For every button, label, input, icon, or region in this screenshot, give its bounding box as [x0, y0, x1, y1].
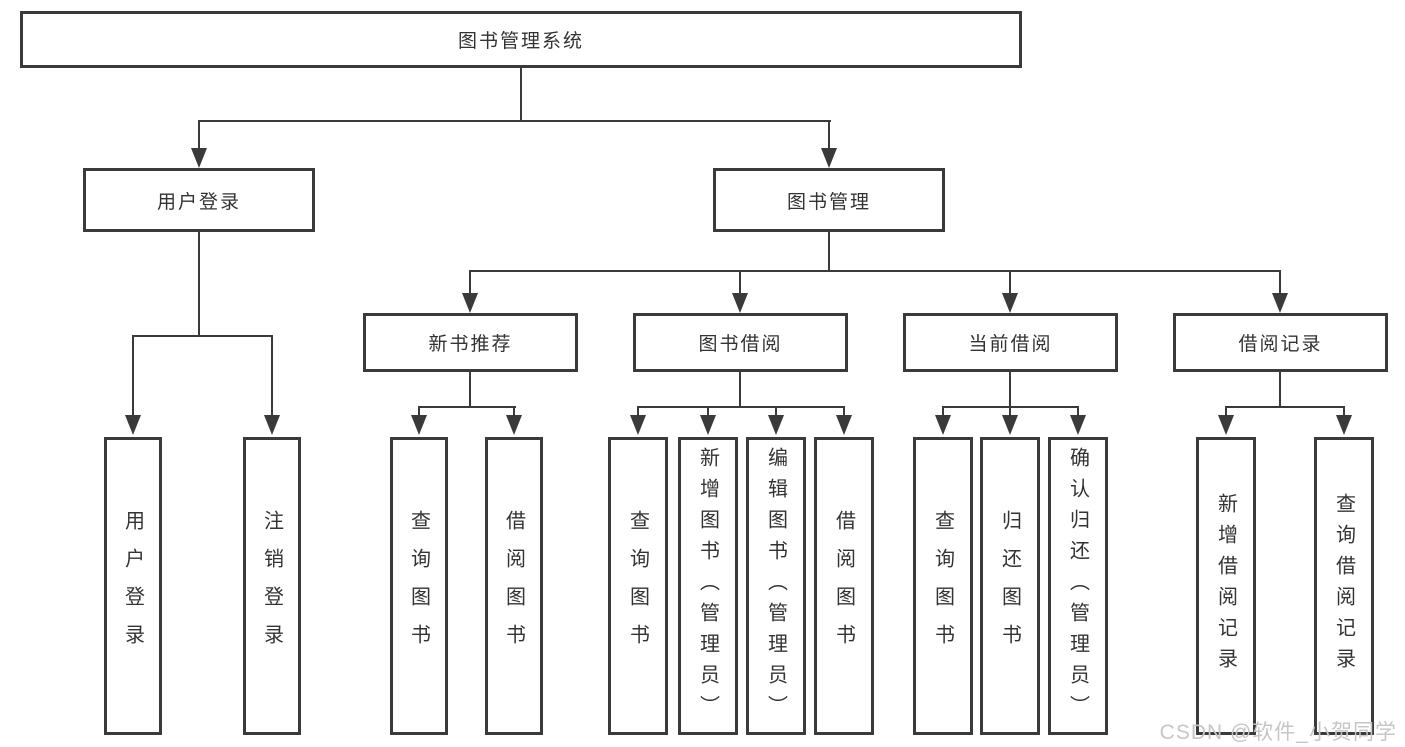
arrow-down-icon — [1336, 415, 1352, 435]
arrow-down-icon — [1070, 415, 1086, 435]
edge-drop — [513, 406, 515, 417]
arrow-down-icon — [1218, 415, 1234, 435]
edge-drop — [469, 270, 471, 295]
edge-drop — [828, 120, 830, 150]
edge-drop — [707, 406, 709, 417]
edge-drop — [1077, 406, 1079, 417]
edge-bar — [1225, 406, 1345, 408]
node-label: 新增借阅记录 — [1214, 493, 1237, 679]
edge-userlogin-bar — [132, 335, 273, 337]
leaf-add-book-admin: 新增图书（管理员） — [678, 437, 738, 735]
edge-drop — [739, 270, 741, 295]
node-user-login: 用户登录 — [83, 168, 315, 232]
arrow-down-icon — [821, 148, 837, 168]
node-label: 注销登录 — [260, 510, 283, 662]
node-label: 用户登录 — [156, 191, 241, 213]
edge-bar — [418, 406, 516, 408]
arrow-down-icon — [462, 293, 478, 313]
node-label: 借阅图书 — [832, 510, 855, 662]
node-label: 查询图书 — [626, 510, 649, 662]
node-label: 当前借阅 — [968, 334, 1053, 355]
edge-drop — [418, 406, 420, 417]
node-label: 查询图书 — [407, 510, 430, 662]
node-label: 图书管理系统 — [457, 31, 584, 52]
leaf-logout: 注销登录 — [243, 437, 301, 735]
arrow-down-icon — [191, 148, 207, 168]
node-label: 编辑图书（管理员） — [764, 446, 787, 726]
node-label: 图书管理 — [786, 191, 871, 213]
edge-stem — [739, 372, 741, 406]
node-label: 新书推荐 — [428, 334, 513, 355]
edge-root-stem — [520, 68, 522, 120]
arrow-down-icon — [1002, 293, 1018, 313]
node-label: 借阅图书 — [502, 510, 525, 662]
arrow-down-icon — [506, 415, 522, 435]
node-book-management: 图书管理 — [713, 168, 945, 232]
leaf-query-borrow-record: 查询借阅记录 — [1314, 437, 1374, 735]
arrow-down-icon — [935, 415, 951, 435]
node-current-borrow: 当前借阅 — [903, 313, 1118, 372]
node-label: 查询借阅记录 — [1332, 493, 1355, 679]
edge-drop — [1279, 270, 1281, 295]
arrow-down-icon — [700, 415, 716, 435]
leaf-query-books: 查询图书 — [608, 437, 668, 735]
edge-bookmgmt-bar — [469, 270, 1281, 272]
leaf-add-borrow-record: 新增借阅记录 — [1196, 437, 1256, 735]
node-label: 用户登录 — [121, 510, 144, 662]
node-label: 查询图书 — [931, 510, 954, 662]
node-label: 图书借阅 — [698, 334, 783, 355]
edge-root-bar — [198, 120, 831, 122]
node-label: 新增图书（管理员） — [696, 446, 719, 726]
leaf-borrow-books: 借阅图书 — [814, 437, 874, 735]
arrow-down-icon — [411, 415, 427, 435]
leaf-user-login: 用户登录 — [104, 437, 162, 735]
arrow-down-icon — [1002, 415, 1018, 435]
node-new-book-recommend: 新书推荐 — [363, 313, 578, 372]
node-root-system: 图书管理系统 — [20, 11, 1022, 68]
arrow-down-icon — [732, 293, 748, 313]
edge-userlogin-stem — [198, 232, 200, 335]
edge-drop — [132, 335, 134, 417]
edge-stem — [1009, 372, 1011, 406]
arrow-down-icon — [768, 415, 784, 435]
node-book-borrow: 图书借阅 — [633, 313, 848, 372]
leaf-return-books: 归还图书 — [980, 437, 1040, 735]
edge-drop — [1009, 406, 1011, 417]
node-label: 归还图书 — [998, 510, 1021, 662]
arrow-down-icon — [630, 415, 646, 435]
leaf-query-books: 查询图书 — [390, 437, 448, 735]
edge-drop — [198, 120, 200, 150]
csdn-watermark: CSDN @软件_小贺同学 — [1159, 721, 1397, 744]
leaf-edit-book-admin: 编辑图书（管理员） — [746, 437, 806, 735]
leaf-confirm-return-admin: 确认归还（管理员） — [1048, 437, 1108, 735]
edge-drop — [1225, 406, 1227, 417]
edge-bookmgmt-stem — [828, 232, 830, 270]
leaf-query-books: 查询图书 — [913, 437, 973, 735]
edge-drop — [775, 406, 777, 417]
arrow-down-icon — [125, 415, 141, 435]
edge-drop — [271, 335, 273, 417]
leaf-borrow-books: 借阅图书 — [485, 437, 543, 735]
edge-drop — [637, 406, 639, 417]
node-label: 确认归还（管理员） — [1066, 446, 1089, 726]
edge-drop — [942, 406, 944, 417]
edge-stem — [1279, 372, 1281, 406]
edge-stem — [469, 372, 471, 406]
edge-drop — [1009, 270, 1011, 295]
node-label: 借阅记录 — [1238, 334, 1323, 355]
arrow-down-icon — [264, 415, 280, 435]
edge-bar — [637, 406, 845, 408]
edge-drop — [1343, 406, 1345, 417]
node-borrow-record: 借阅记录 — [1173, 313, 1388, 372]
arrow-down-icon — [836, 415, 852, 435]
edge-drop — [843, 406, 845, 417]
arrow-down-icon — [1272, 293, 1288, 313]
